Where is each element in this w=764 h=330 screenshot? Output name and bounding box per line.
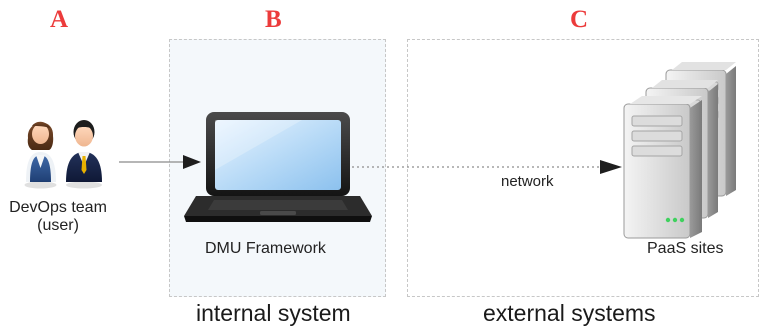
network-arrow — [352, 160, 622, 174]
external-systems-label: external systems — [483, 300, 656, 326]
server-stack-icon — [623, 62, 736, 239]
panel-letter-a: A — [50, 6, 69, 33]
server-front — [623, 96, 702, 239]
laptop-icon — [184, 112, 372, 222]
panel-letter-c: C — [570, 6, 589, 33]
internal-system-label: internal system — [196, 300, 351, 326]
panel-letter-b: B — [265, 6, 282, 33]
paas-sites-caption: PaaS sites — [647, 240, 724, 257]
user-to-framework-arrow — [119, 155, 201, 169]
network-label: network — [501, 173, 554, 190]
devops-team-caption-line1: DevOps team — [9, 199, 107, 216]
devops-team-caption-line2: (user) — [37, 217, 79, 235]
dmu-framework-caption: DMU Framework — [205, 240, 326, 257]
devops-team-caption: DevOps team (user) — [2, 199, 114, 236]
users-icon — [24, 120, 102, 189]
